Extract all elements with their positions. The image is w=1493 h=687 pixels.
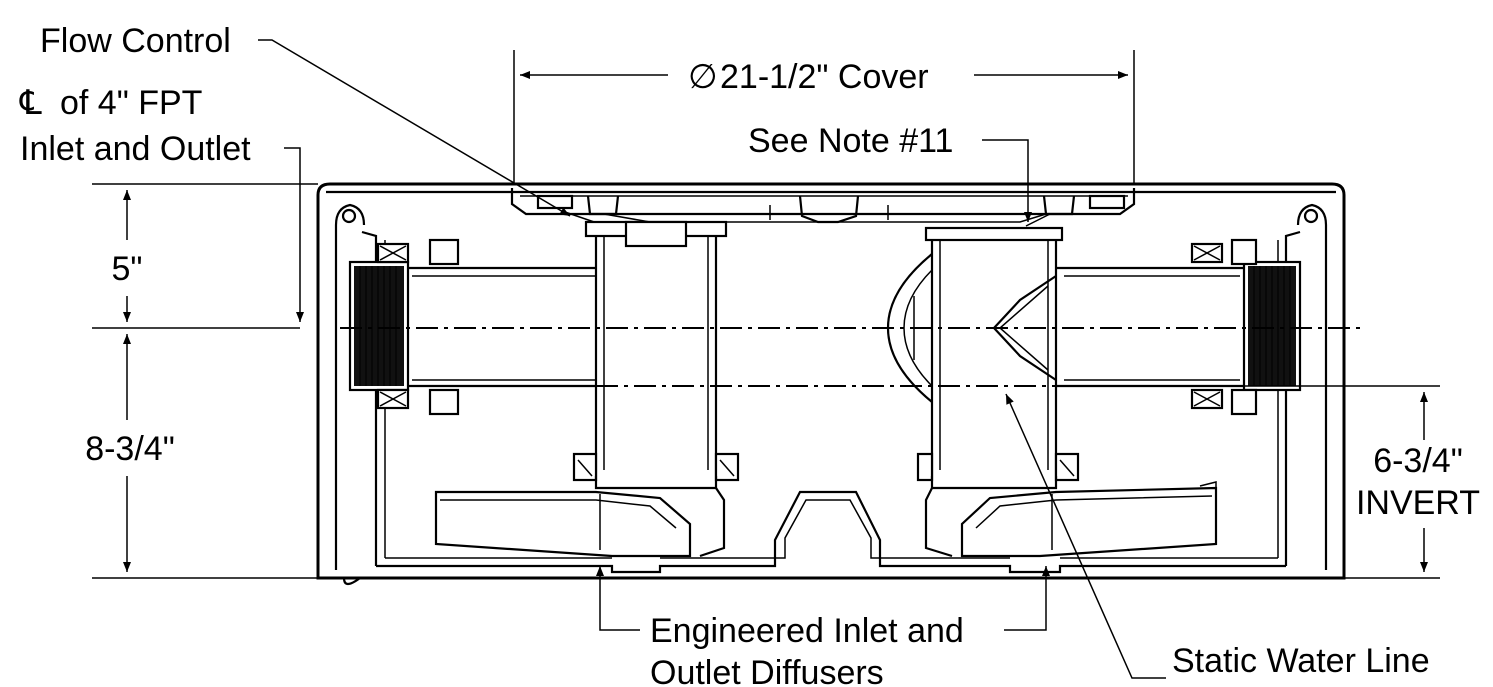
inlet-assembly [348,220,740,558]
dimension-8-3-4in: 8-3/4" [85,334,318,579]
centerlines [340,327,1360,387]
outlet-assembly [886,226,1302,558]
tank-body [316,182,1346,586]
dimension-invert: 6-3/4" INVERT [1056,385,1480,579]
dimension-lower-label: 8-3/4" [85,430,175,468]
cover-diameter-symbol: ∅ [688,58,718,96]
invert-label: INVERT [1356,484,1480,522]
callout-flow-control: Flow Control [40,22,571,217]
flow-control-label: Flow Control [40,22,231,60]
dimension-5in: 5" [92,183,318,329]
see-note-label: See Note #11 [748,122,953,160]
cover-dimension-label: 21-1/2" Cover [720,58,929,96]
outlet-thread [1248,266,1296,386]
dimension-cover: ∅ 21-1/2" Cover [513,50,1135,184]
callout-centerline: ℄ of 4" FPT Inlet and Outlet [19,84,304,322]
static-water-label: Static Water Line [1172,642,1430,680]
centerline-label-line2: Inlet and Outlet [20,130,251,168]
dimension-upper-label: 5" [112,250,143,288]
callout-diffusers: Engineered Inlet and Outlet Diffusers [596,566,1050,687]
diffusers-label-line2: Outlet Diffusers [650,654,884,687]
inlet-thread [354,266,404,386]
diffusers-label-line1: Engineered Inlet and [650,612,964,650]
callout-static-water: Static Water Line [1005,393,1430,680]
centerline-symbol: ℄ [19,84,42,122]
centerline-label-line1: of 4" FPT [60,84,202,122]
cover [510,188,1136,227]
invert-value: 6-3/4" [1373,442,1463,480]
callout-see-note: See Note #11 [748,122,1032,222]
